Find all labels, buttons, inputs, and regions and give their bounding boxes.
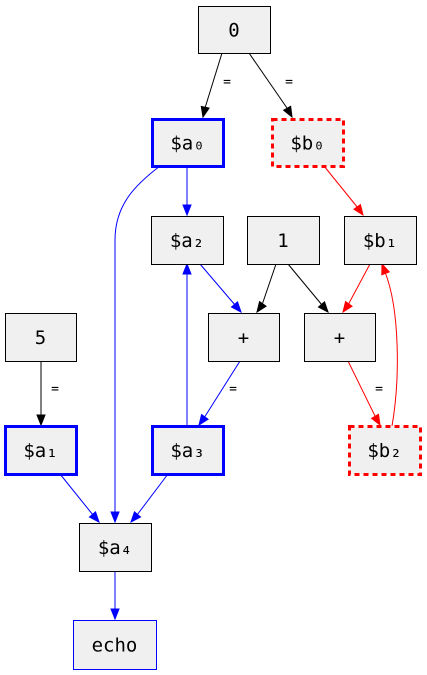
edge-pl2-b2: =	[347, 360, 383, 427]
node-a3: $a₃	[151, 425, 225, 476]
arrowhead-icon	[200, 105, 210, 119]
arrowhead-icon	[342, 300, 353, 314]
edge-label: =	[51, 382, 59, 397]
edge-a0-a2	[182, 166, 192, 217]
arrowhead-icon	[317, 300, 329, 314]
node-b2: $b₂	[348, 425, 422, 476]
edge-n1-pl1	[256, 263, 277, 314]
edge-line	[204, 52, 223, 109]
node-box	[5, 313, 77, 362]
node-box	[344, 216, 417, 265]
arrowhead-icon	[130, 510, 142, 524]
node-box	[348, 425, 422, 476]
nodes-layer: 0 $a₀ $b₀ $a₂ 1 $b₁ 5 + + $a₁ $a₃ $b₂ $a₄ echo	[4, 6, 422, 670]
edge-line	[248, 52, 288, 109]
node-label: echo	[92, 635, 138, 657]
edge-line	[59, 473, 94, 516]
node-box	[271, 118, 345, 168]
edge-line	[136, 473, 169, 516]
node-b0: $b₀	[271, 118, 345, 168]
node-box	[4, 425, 78, 476]
node-label: $a₁	[23, 440, 57, 462]
node-a2: $a₂	[151, 216, 224, 265]
arrowhead-icon	[381, 262, 391, 276]
edge-pl1-a3: =	[198, 360, 241, 427]
edge-b0-b1	[323, 165, 364, 217]
node-box	[151, 216, 224, 265]
edge-a0-a4	[110, 165, 161, 524]
edge-line	[261, 263, 277, 306]
node-box	[79, 523, 152, 572]
edge-a3-a4	[130, 473, 169, 524]
arrowhead-icon	[370, 413, 381, 427]
edge-a2-pl1	[199, 263, 242, 314]
edge-line	[384, 271, 398, 427]
edge-b1-pl2	[342, 263, 371, 314]
node-echo: echo	[73, 620, 157, 670]
node-box	[208, 313, 280, 362]
edge-line	[347, 263, 371, 306]
edge-label: =	[229, 382, 237, 397]
node-label: $a₀	[170, 133, 204, 155]
node-label: 1	[277, 230, 288, 252]
node-label: $b₀	[290, 133, 324, 155]
arrowhead-icon	[282, 105, 293, 119]
node-box	[151, 118, 225, 168]
node-a0: $a₀	[151, 118, 225, 168]
node-pl1: +	[208, 313, 280, 362]
node-box	[247, 216, 320, 265]
node-label: 0	[228, 20, 239, 42]
edge-line	[287, 263, 323, 306]
node-a1: $a₁	[4, 425, 78, 476]
edge-a1-a4	[59, 473, 100, 524]
arrowhead-icon	[182, 204, 192, 217]
node-label: 5	[35, 327, 46, 349]
edge-b2-b1	[381, 262, 398, 427]
node-box	[151, 425, 225, 476]
node-pl2: +	[304, 313, 376, 362]
node-label: $b₂	[367, 440, 401, 462]
node-label: $b₁	[363, 230, 397, 252]
edges-layer: = = = = =	[36, 52, 398, 621]
arrowhead-icon	[182, 262, 192, 275]
node-n0: 0	[198, 6, 271, 54]
node-n5: 5	[5, 313, 77, 362]
edge-n0-b0: =	[248, 52, 293, 119]
node-box	[198, 6, 271, 54]
node-label: +	[238, 327, 249, 349]
edge-label: =	[375, 382, 383, 397]
edge-line	[323, 165, 359, 209]
arrowhead-icon	[110, 511, 120, 524]
edge-line	[199, 263, 236, 306]
node-label: $a₄	[98, 537, 132, 559]
node-label: $a₃	[170, 440, 204, 462]
edge-line	[347, 360, 377, 419]
edge-a4-echo	[110, 571, 120, 621]
arrowhead-icon	[110, 608, 120, 621]
node-label: $a₂	[170, 230, 204, 252]
node-label: +	[334, 327, 345, 349]
edge-n0-a0: =	[200, 52, 231, 119]
edge-line	[203, 360, 241, 419]
arrowhead-icon	[36, 414, 46, 427]
node-b1: $b₁	[344, 216, 417, 265]
edge-a3-a2	[182, 262, 192, 426]
node-a4: $a₄	[79, 523, 152, 572]
edge-n5-a1: =	[36, 361, 59, 427]
edge-label: =	[285, 75, 293, 90]
edge-line	[114, 165, 161, 513]
edge-label: =	[223, 75, 231, 90]
node-n1: 1	[247, 216, 320, 265]
node-box	[304, 313, 376, 362]
arrowhead-icon	[256, 300, 267, 314]
arrowhead-icon	[198, 413, 209, 427]
edge-n1-pl2	[287, 263, 329, 314]
node-box	[73, 620, 157, 670]
arrowhead-icon	[88, 510, 100, 524]
arrowhead-icon	[353, 203, 364, 217]
arrowhead-icon	[230, 300, 242, 314]
